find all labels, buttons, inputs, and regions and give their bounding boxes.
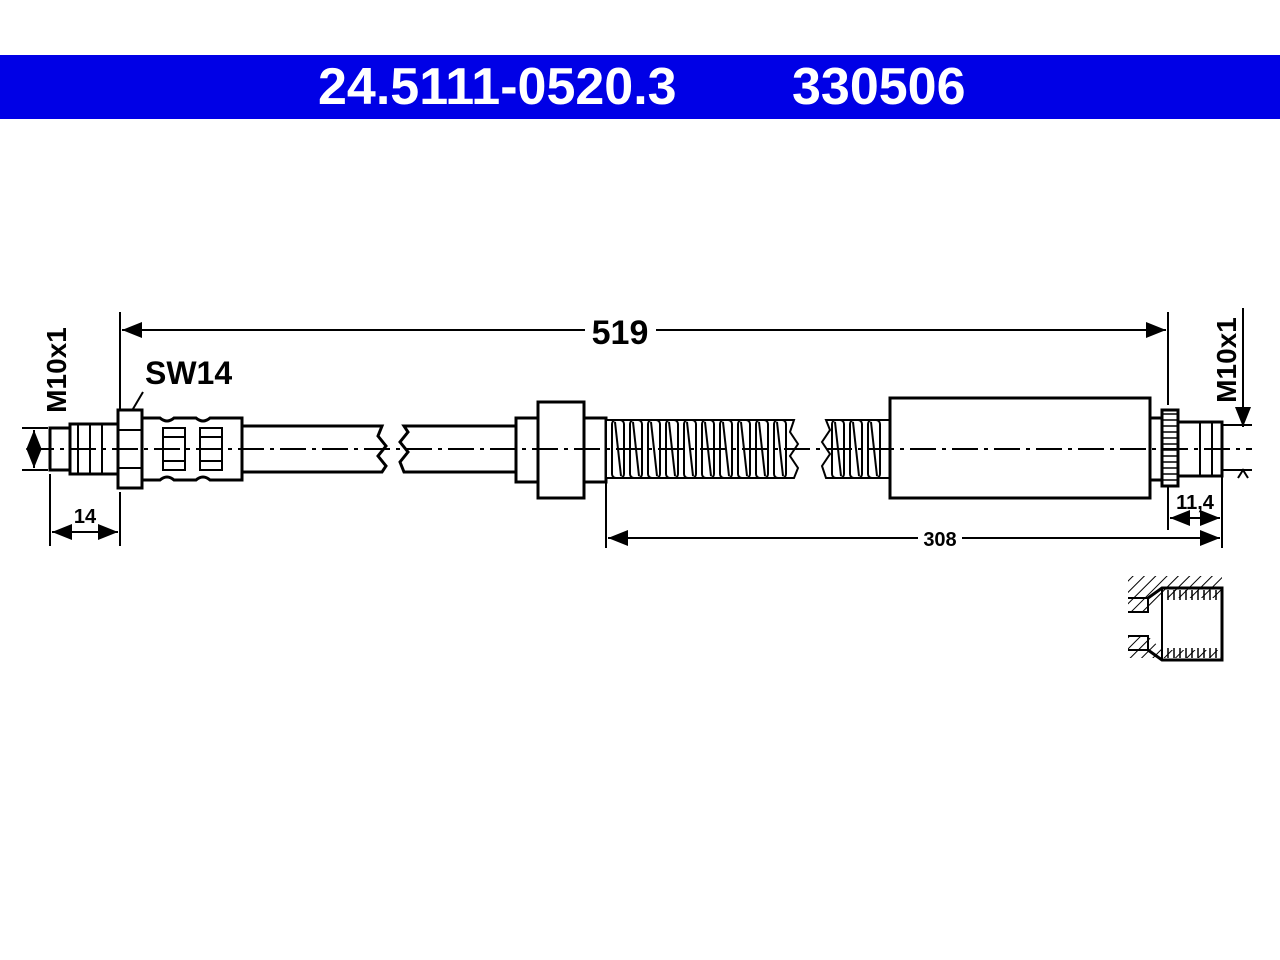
left-fitting-length-dimension: 14 [49,474,121,546]
reference-number: 330506 [792,58,966,116]
left-thread-label: M10x1 [41,327,72,413]
right-thread-label: M10x1 [1211,317,1242,403]
overall-length-label: 519 [592,314,649,352]
left-thread-dimension: M10x1 [22,327,72,471]
spring-length-dimension: 308 [605,482,1220,551]
right-fitting-length-label: 11,4 [1176,492,1215,514]
spring-length-label: 308 [923,529,956,551]
left-fitting-length-label: 14 [74,506,97,528]
spring-coil [683,419,697,479]
header-banner: 24.5111-0520.3 330506 [0,55,1280,119]
right-fitting-length-dimension: 11,4 [1167,476,1223,548]
left-fitting [48,408,244,490]
part-number: 24.5111-0520.3 [318,58,677,116]
overall-length-dimension: 519 [119,312,1169,418]
wrench-size-label: SW14 [145,355,232,391]
right-thread-dimension: M10x1 [1211,308,1252,479]
port-section-detail [1128,576,1224,662]
